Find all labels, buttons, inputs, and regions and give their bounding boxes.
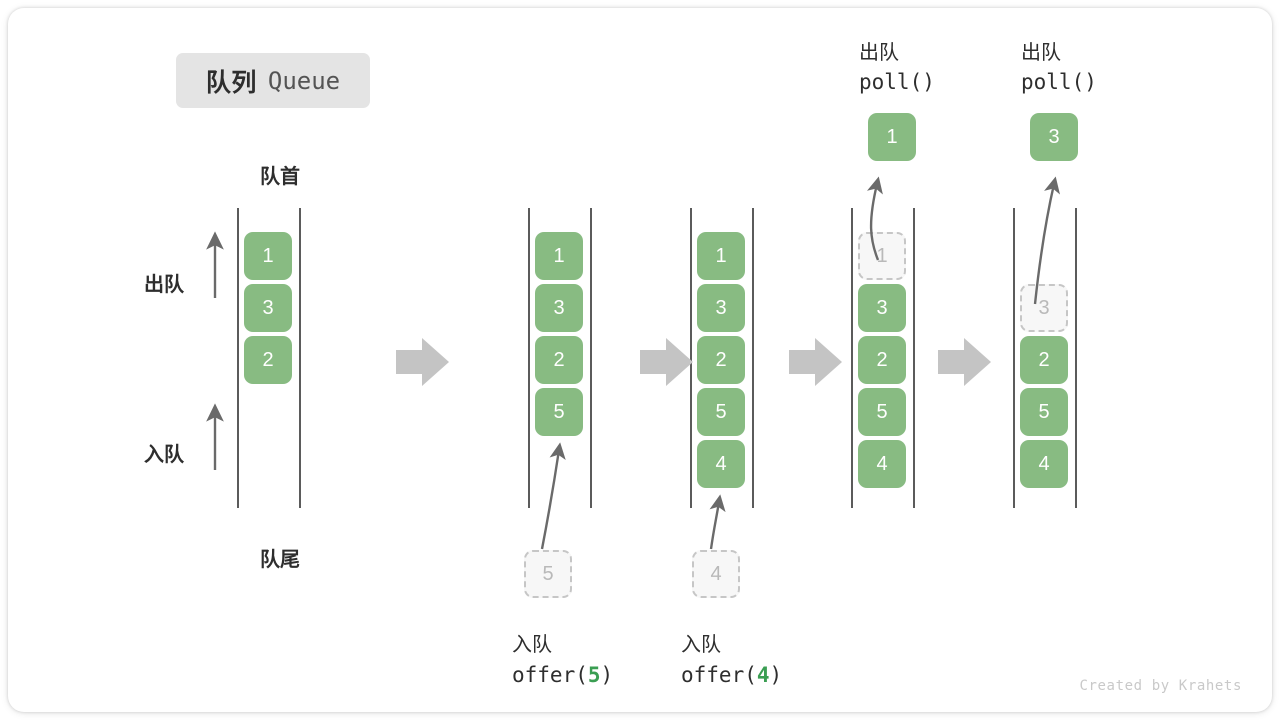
queue-cell: 2 [535, 336, 583, 384]
queue-cell: 1 [244, 232, 292, 280]
queue-cell: 5 [697, 388, 745, 436]
caption-offer5-code-post: ) [600, 663, 614, 687]
ghost-cell-poll3: 3 [1020, 284, 1068, 332]
caption-offer5-arg: 5 [587, 663, 601, 687]
queue-cell: 3 [244, 284, 292, 332]
queue-cell: 1 [697, 232, 745, 280]
caption-offer4-arg: 4 [756, 663, 770, 687]
caption-offer4-chinese: 入队 [681, 634, 721, 656]
step-arrow-3 [789, 338, 842, 386]
queue-cell-new: 5 [535, 388, 583, 436]
caption-offer4-code: offer(4) [681, 663, 782, 687]
queue-cell: 3 [535, 284, 583, 332]
queue-cell: 5 [1020, 388, 1068, 436]
rail-left-col3 [690, 208, 692, 508]
queue-cell-new: 4 [697, 440, 745, 488]
caption-poll3-code: poll() [1021, 70, 1097, 94]
queue-cell: 3 [858, 284, 906, 332]
queue-cell: 4 [858, 440, 906, 488]
label-dequeue: 出队 [144, 274, 184, 296]
title-chinese: 队列 [205, 68, 257, 97]
queue-cell: 2 [244, 336, 292, 384]
ghost-cell-offer5: 5 [524, 550, 572, 598]
step-arrow-4 [938, 338, 991, 386]
queue-cell: 2 [858, 336, 906, 384]
caption-offer4-code-pre: offer( [681, 663, 757, 687]
queue-cell: 5 [858, 388, 906, 436]
label-enqueue: 入队 [144, 444, 184, 466]
queue-cell: 3 [697, 284, 745, 332]
caption-offer5-chinese: 入队 [512, 634, 552, 656]
step-arrow-1 [396, 338, 449, 386]
rail-left-col5 [1013, 208, 1015, 508]
queue-cell: 2 [1020, 336, 1068, 384]
title-english: Queue [267, 66, 341, 95]
rail-right-col1 [299, 208, 301, 508]
rail-left-col4 [851, 208, 853, 508]
enqueue-curve-arrow-4 [709, 494, 726, 550]
popped-cell-1: 1 [868, 113, 916, 161]
rail-left-col2 [528, 208, 530, 508]
rail-right-col3 [752, 208, 754, 508]
caption-poll3-chinese: 出队 [1021, 42, 1061, 64]
rail-right-col2 [590, 208, 592, 508]
queue-cell: 2 [697, 336, 745, 384]
queue-cell: 1 [535, 232, 583, 280]
rail-right-col4 [913, 208, 915, 508]
diagram-board: 队列 Queue 队首 队尾 出队 入队 1 3 2 1 3 2 5 5 入队 … [8, 8, 1272, 712]
enqueue-curve-arrow-5 [540, 442, 566, 550]
step-arrow-2 [640, 338, 693, 386]
caption-offer4-code-post: ) [769, 663, 783, 687]
arrows-overlay [206, 176, 1060, 550]
queue-cell: 4 [1020, 440, 1068, 488]
label-queue-tail: 队尾 [260, 549, 300, 571]
title-badge: 队列 Queue [176, 53, 370, 108]
popped-cell-3: 3 [1030, 113, 1078, 161]
rail-left-col1 [237, 208, 239, 508]
caption-offer5-code: offer(5) [512, 663, 613, 687]
caption-poll1-code: poll() [859, 70, 935, 94]
caption-poll1-chinese: 出队 [859, 42, 899, 64]
label-queue-head: 队首 [260, 166, 300, 188]
caption-offer5-code-pre: offer( [512, 663, 588, 687]
watermark: Created by Krahets [1079, 678, 1242, 694]
ghost-cell-poll1: 1 [858, 232, 906, 280]
rail-right-col5 [1075, 208, 1077, 508]
ghost-cell-offer4: 4 [692, 550, 740, 598]
